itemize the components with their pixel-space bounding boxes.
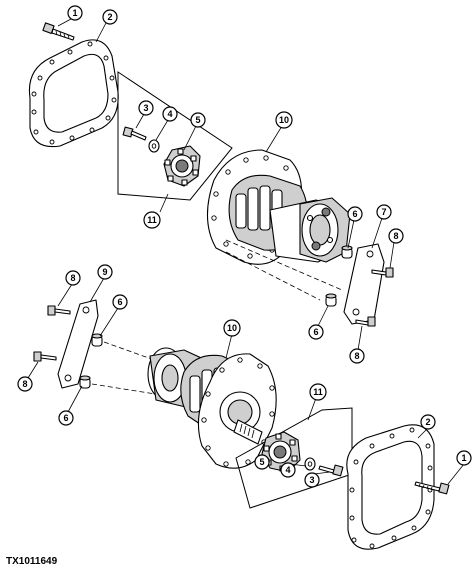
svg-text:8: 8 <box>70 273 75 283</box>
svg-text:3: 3 <box>143 103 148 113</box>
bolt-8-right-upper <box>371 267 394 278</box>
leader-lines <box>27 18 465 485</box>
washer-bottom-4 <box>304 457 316 471</box>
spacer-top-upper <box>341 245 353 259</box>
dash-line-top-2 <box>225 251 321 301</box>
gasket-top-holes <box>31 41 117 145</box>
callout-2-bottom: 2 <box>420 414 436 430</box>
motor-bottom-10 <box>147 347 277 469</box>
motor-bottom-flange-holes <box>201 357 275 467</box>
svg-text:10: 10 <box>279 115 289 125</box>
spacer-bottom-lower <box>79 375 91 389</box>
svg-text:8: 8 <box>393 231 398 241</box>
callout-6-bottom-upper: 6 <box>112 294 128 310</box>
callout-4-bottom: 4 <box>280 462 296 478</box>
callout-11-bottom: 11 <box>309 383 327 401</box>
bolt-8-left-lower <box>33 351 57 362</box>
callout-3-bottom: 3 <box>304 472 320 488</box>
svg-text:1: 1 <box>461 453 466 463</box>
svg-text:2: 2 <box>107 12 112 22</box>
svg-text:5: 5 <box>259 457 264 467</box>
spacer-bottom-upper <box>91 333 103 347</box>
sprocket-top-5 <box>163 145 201 187</box>
svg-text:11: 11 <box>313 387 323 397</box>
dash-line-top-1 <box>225 239 343 291</box>
bolt-8-left-upper <box>47 305 71 316</box>
gasket-top <box>28 39 119 148</box>
washer-top-4 <box>148 139 160 153</box>
figure-id-label: TX1011649 <box>6 556 58 567</box>
svg-text:6: 6 <box>313 327 318 337</box>
callout-5-top: 5 <box>190 112 206 128</box>
bolt-bottom-3 <box>318 464 344 477</box>
svg-text:3: 3 <box>309 475 314 485</box>
callout-11-top: 11 <box>143 211 161 229</box>
svg-text:8: 8 <box>22 379 27 389</box>
svg-text:10: 10 <box>227 323 237 333</box>
svg-text:1: 1 <box>72 8 77 18</box>
callout-1-top: 1 <box>67 5 83 21</box>
callout-8-left-lower: 8 <box>17 376 33 392</box>
svg-text:2: 2 <box>425 417 430 427</box>
callout-6-top-upper: 6 <box>347 206 363 222</box>
callout-7: 7 <box>376 204 392 220</box>
gasket-bottom <box>346 424 435 550</box>
callout-8-right-upper: 8 <box>388 228 404 244</box>
svg-text:5: 5 <box>195 115 200 125</box>
svg-text:7: 7 <box>381 207 386 217</box>
svg-text:9: 9 <box>102 267 107 277</box>
callout-1-bottom: 1 <box>456 450 472 466</box>
bolt-top-3 <box>122 126 147 141</box>
bolt-8-right-lower <box>355 316 376 327</box>
callout-10-bottom: 10 <box>223 319 241 337</box>
bolt-bottom-right <box>414 481 450 495</box>
callout-3-top: 3 <box>138 100 154 116</box>
callout-8-left-upper: 8 <box>65 270 81 286</box>
callout-4-top: 4 <box>162 106 178 122</box>
callout-9: 9 <box>97 264 113 280</box>
callout-5-bottom: 5 <box>254 454 270 470</box>
callout-6-bottom-lower: 6 <box>58 410 74 426</box>
svg-text:4: 4 <box>167 109 172 119</box>
motor-top-10 <box>206 149 351 265</box>
svg-text:11: 11 <box>147 215 157 225</box>
spacer-top-lower <box>325 293 337 307</box>
svg-text:8: 8 <box>354 351 359 361</box>
svg-text:6: 6 <box>352 209 357 219</box>
svg-text:6: 6 <box>117 297 122 307</box>
sprocket-group-box-bottom <box>235 407 353 509</box>
svg-text:6: 6 <box>63 413 68 423</box>
callout-10-top: 10 <box>275 111 293 129</box>
callout-8-right-lower: 8 <box>349 348 365 364</box>
callout-2-top: 2 <box>102 9 118 25</box>
callout-6-top-lower: 6 <box>308 324 324 340</box>
bolt-top-left <box>42 22 75 41</box>
gasket-bottom-holes <box>349 427 433 549</box>
bracket-plate-9 <box>57 299 99 389</box>
svg-text:4: 4 <box>285 465 290 475</box>
